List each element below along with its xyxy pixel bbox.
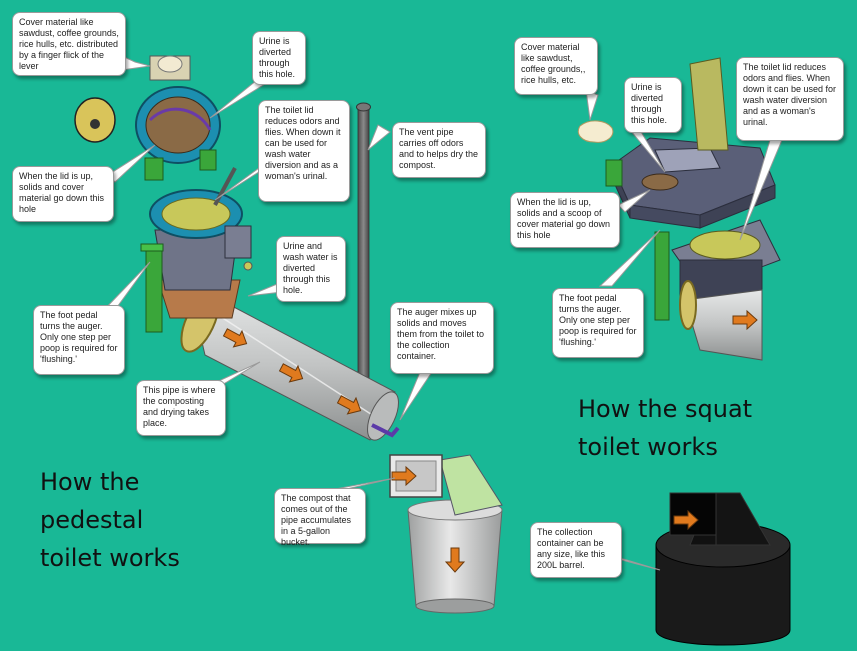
foot-pedal-icon — [140, 243, 164, 333]
title-pedestal-line-2: pedestal — [40, 506, 144, 534]
callout-urine-hole: Urine is diverted through this hole. — [252, 31, 306, 85]
callout-vent-pipe: The vent pipe carries off odors and to h… — [392, 122, 486, 178]
squat-cover-pile — [577, 120, 614, 143]
pedestal-toilet-top-view — [74, 55, 221, 181]
callout-lid-up: When the lid is up, solids and cover mat… — [12, 166, 114, 222]
callout-toilet-lid: The toilet lid reduces odors and flies. … — [258, 100, 350, 202]
callout-squat-urine-hole: Urine is diverted through this hole. — [624, 77, 682, 133]
pedestal-toilet — [149, 167, 253, 319]
callout-compost-bucket: The compost that comes out of the pipe a… — [274, 488, 366, 547]
title-pedestal-line-3: toilet works — [40, 544, 180, 572]
title-squat-line-2: toilet works — [578, 433, 718, 461]
callout-squat-lid-up: When the lid is up, solids and a scoop o… — [510, 192, 620, 248]
callout-auger: The auger mixes up solids and moves them… — [390, 302, 494, 374]
callout-cover-material: Cover material like sawdust, coffee grou… — [12, 12, 126, 76]
squat-toilet-front — [671, 219, 781, 361]
callout-composting-pipe: This pipe is where the composting and dr… — [136, 380, 226, 436]
title-squat: How the squat toilet works — [578, 390, 752, 466]
title-pedestal-line-1: How the — [40, 468, 140, 496]
callout-squat-foot-pedal: The foot pedal turns the auger. Only one… — [552, 288, 644, 358]
callout-collection-container: The collection container can be any size… — [530, 522, 622, 578]
foot-pedal-icon — [605, 159, 670, 321]
callout-squat-cover-material: Cover material like sawdust, coffee grou… — [514, 37, 598, 95]
callout-pointers — [98, 54, 783, 571]
title-pedestal: How the pedestal toilet works — [40, 463, 180, 577]
callout-squat-toilet-lid: The toilet lid reduces odors and flies. … — [736, 57, 844, 141]
callout-foot-pedal: The foot pedal turns the auger. Only one… — [33, 305, 125, 375]
callout-urine-wash-water: Urine and wash water is diverted through… — [276, 236, 346, 302]
barrel-icon — [655, 492, 791, 646]
title-squat-line-1: How the squat — [578, 395, 753, 423]
